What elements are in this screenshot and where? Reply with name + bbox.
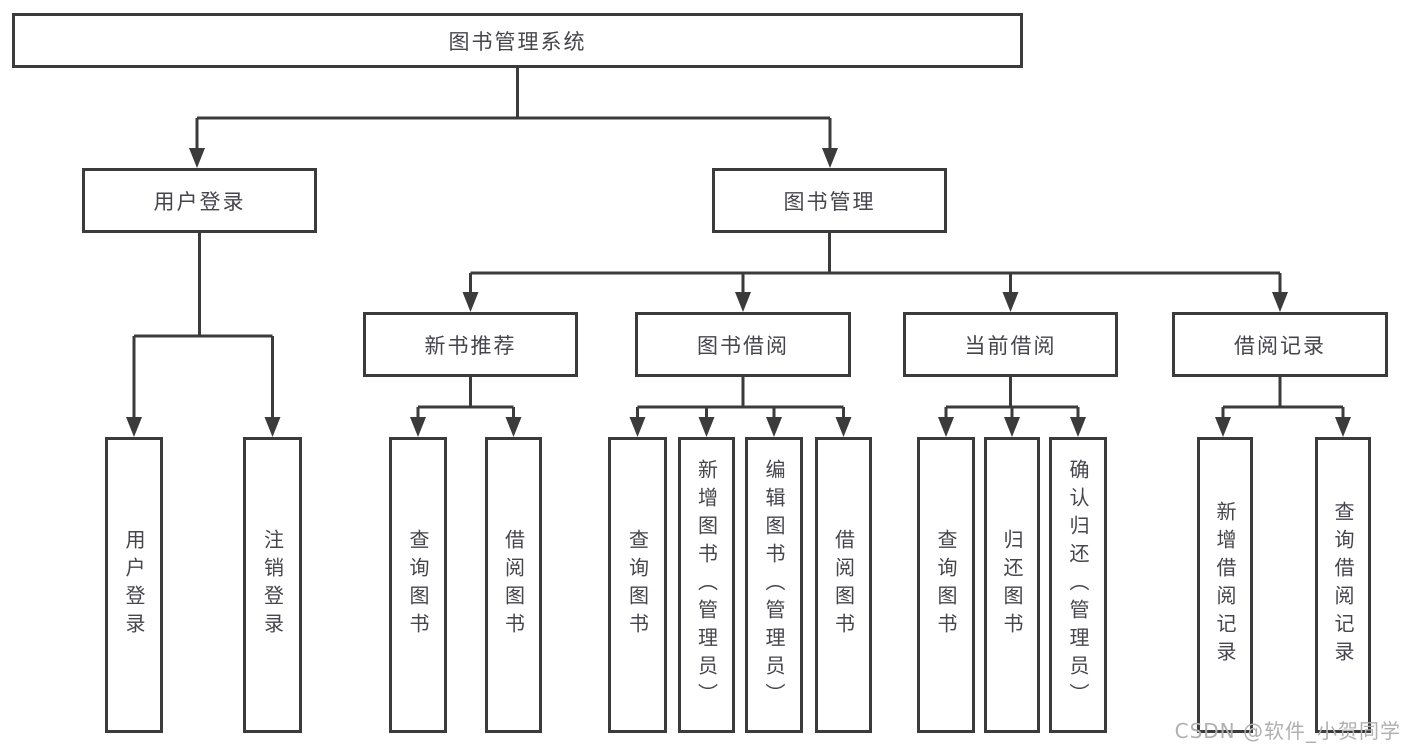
leaf-add-book-admin: 新增图书（管理员） [678, 437, 735, 733]
leaf-borrow-book: 借阅图书 [485, 437, 542, 733]
leaf-query-book: 查询图书 [917, 437, 975, 733]
csdn-watermark: CSDN @软件_小贺同学 [1174, 719, 1401, 743]
node-book-borrow: 图书借阅 [635, 312, 851, 377]
leaf-query-book: 查询图书 [389, 437, 447, 733]
leaf-confirm-return-admin: 确认归还（管理员） [1049, 437, 1107, 733]
leaf-edit-book-admin: 编辑图书（管理员） [745, 437, 803, 733]
node-new-book-recommend: 新书推荐 [363, 312, 578, 377]
leaf-add-borrow-record: 新增借阅记录 [1197, 437, 1253, 733]
node-borrow-records: 借阅记录 [1172, 312, 1388, 377]
leaf-user-login: 用户登录 [105, 437, 163, 733]
leaf-query-borrow-record: 查询借阅记录 [1315, 437, 1371, 733]
leaf-borrow-book: 借阅图书 [815, 437, 872, 733]
leaf-return-book: 归还图书 [984, 437, 1040, 733]
node-book-management: 图书管理 [712, 168, 947, 233]
leaf-logout: 注销登录 [243, 437, 302, 733]
leaf-query-book: 查询图书 [608, 437, 667, 733]
node-library-management-system: 图书管理系统 [12, 13, 1023, 68]
node-user-login: 用户登录 [82, 168, 317, 233]
node-current-borrow: 当前借阅 [903, 312, 1118, 377]
